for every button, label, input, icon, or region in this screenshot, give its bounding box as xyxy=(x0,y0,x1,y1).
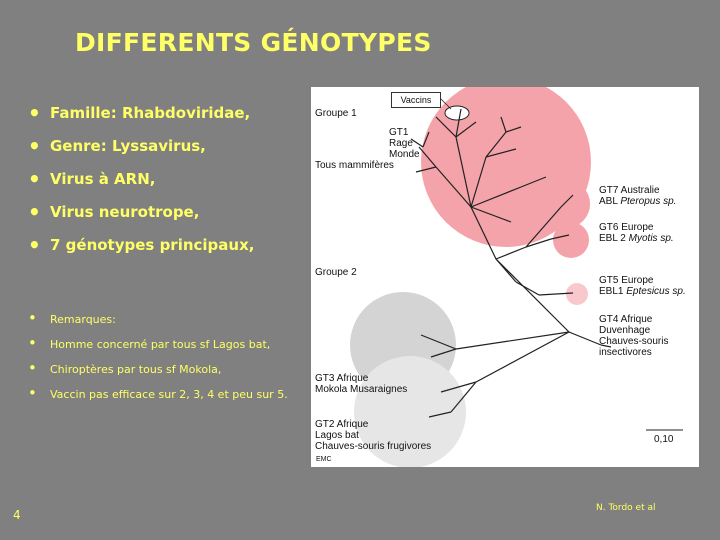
gt4-duvenhage: Duvenhage xyxy=(599,325,651,336)
gt3-mokola: Mokola Musaraignes xyxy=(315,384,408,395)
remarks-list: •Remarques: •Homme concerné par tous sf … xyxy=(28,309,298,413)
gt2-frugivores: Chauves-souris frugivores xyxy=(315,441,432,452)
bullet-dot-icon: • xyxy=(28,309,37,327)
gt4-insectivores: insectivores xyxy=(599,347,652,358)
bullet-dot-icon: • xyxy=(28,200,41,224)
gt5-title: GT5 Europe xyxy=(599,275,654,286)
credit-text: N. Tordo et al xyxy=(596,503,656,513)
emc-stamp: EMC xyxy=(316,456,332,463)
gt7-abl: ABL Pteropus sp. xyxy=(599,196,677,207)
gt4-title: GT4 Afrique xyxy=(599,314,653,325)
bullet-dot-icon: • xyxy=(28,134,41,158)
groupe2-label: Groupe 2 xyxy=(315,267,357,278)
gt6-title: GT6 Europe xyxy=(599,222,654,233)
phylogenetic-tree-figure: Vaccins Groupe 1 Groupe 2 GT1 Rage Monde… xyxy=(311,87,699,467)
scale-label: 0,10 xyxy=(654,434,674,445)
bullet-dot-icon: • xyxy=(28,101,41,125)
remark-vaccine: •Vaccin pas efficace sur 2, 3, 4 et peu … xyxy=(28,384,288,402)
gt1-monde: Monde xyxy=(389,149,420,160)
gt5-ebl1: EBL1 Eptesicus sp. xyxy=(599,286,686,297)
gt7-circle xyxy=(542,180,590,228)
vaccins-label: Vaccins xyxy=(391,92,441,108)
gt2-circle xyxy=(354,356,466,467)
gt2-lagos: Lagos bat xyxy=(315,430,359,441)
tree-diagram xyxy=(350,87,683,467)
bullet-rna: •Virus à ARN, xyxy=(28,167,156,191)
bullet-dot-icon: • xyxy=(28,233,41,257)
gt7-title: GT7 Australie xyxy=(599,185,660,196)
gt1-title: GT1 xyxy=(389,127,409,138)
bullet-neurotropic: •Virus neurotrope, xyxy=(28,200,200,224)
bullet-genus: •Genre: Lyssavirus, xyxy=(28,134,206,158)
gt1-hosts: Tous mammifères xyxy=(315,160,394,171)
tree-branches xyxy=(410,108,612,418)
bullet-genotypes: •7 génotypes principaux, xyxy=(28,233,255,257)
gt6-circle xyxy=(553,222,589,258)
page-number: 4 xyxy=(13,508,21,522)
slide-title: DIFFERENTS GÉNOTYPES xyxy=(75,28,432,57)
gt2-title: GT2 Afrique xyxy=(315,419,369,430)
groupe1-label: Groupe 1 xyxy=(315,108,357,119)
remark-human: •Homme concerné par tous sf Lagos bat, xyxy=(28,334,271,352)
main-bullet-list: •Famille: Rhabdoviridae, •Genre: Lyssavi… xyxy=(28,101,308,269)
vaccine-pointer xyxy=(440,98,452,110)
gt5-circle xyxy=(566,283,588,305)
remark-bats: •Chiroptères par tous sf Mokola, xyxy=(28,359,222,377)
gt1-rage: Rage xyxy=(389,138,413,149)
gt4-bats: Chauves-souris xyxy=(599,336,669,347)
vaccine-ellipse xyxy=(444,105,470,121)
bullet-dot-icon: • xyxy=(28,384,37,402)
bullet-dot-icon: • xyxy=(28,167,41,191)
gt6-ebl2: EBL 2 Myotis sp. xyxy=(599,233,674,244)
gt3-title: GT3 Afrique xyxy=(315,373,369,384)
bullet-family: •Famille: Rhabdoviridae, xyxy=(28,101,251,125)
bullet-dot-icon: • xyxy=(28,334,37,352)
bullet-dot-icon: • xyxy=(28,359,37,377)
remark-heading: •Remarques: xyxy=(28,309,116,327)
